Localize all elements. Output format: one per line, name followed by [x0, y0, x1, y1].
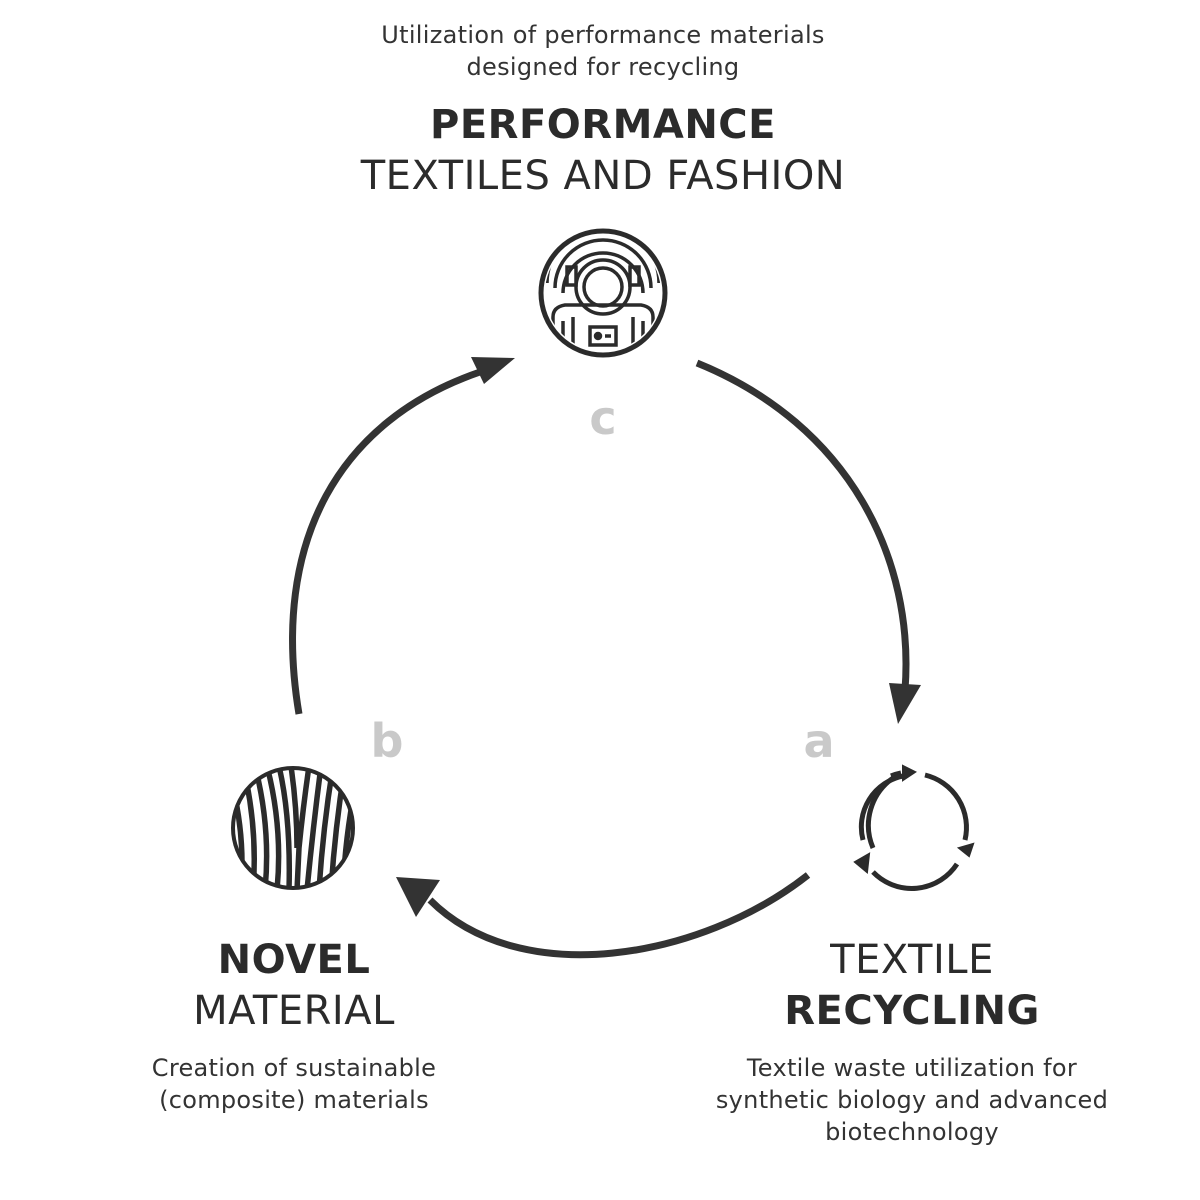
astronaut-icon — [538, 228, 668, 358]
right-description: Textile waste utilization for synthetic … — [682, 1052, 1142, 1148]
arrow-right-to-left — [396, 872, 811, 959]
top-description-line: Utilization of performance materials — [381, 21, 825, 49]
recycle-icon — [853, 764, 975, 891]
left-description-line: Creation of sustainable — [151, 1054, 437, 1082]
right-description-line: Textile waste utilization for — [746, 1054, 1078, 1082]
right-description-line: synthetic biology and advanced — [715, 1086, 1109, 1114]
right-description-line: biotechnology — [825, 1118, 999, 1146]
left-title-light: MATERIAL — [193, 988, 395, 1034]
arrow-top-to-right — [695, 359, 921, 724]
left-description: Creation of sustainable (composite) mate… — [110, 1052, 478, 1116]
top-description: Utilization of performance materials des… — [300, 19, 906, 83]
top-description-line: designed for recycling — [466, 53, 740, 81]
step-label-c: c — [589, 391, 617, 445]
arrow-left-to-top — [289, 357, 515, 715]
step-label-b: b — [370, 714, 404, 768]
left-title-bold: NOVEL — [217, 937, 371, 983]
fiber-texture-icon — [231, 766, 355, 890]
step-label-a: a — [803, 714, 835, 768]
right-title-bold: RECYCLING — [784, 988, 1040, 1034]
left-description-line: (composite) materials — [159, 1086, 429, 1114]
right-title-light: TEXTILE — [830, 937, 994, 983]
top-title-light: TEXTILES AND FASHION — [360, 153, 846, 199]
top-title-bold: PERFORMANCE — [430, 102, 776, 148]
